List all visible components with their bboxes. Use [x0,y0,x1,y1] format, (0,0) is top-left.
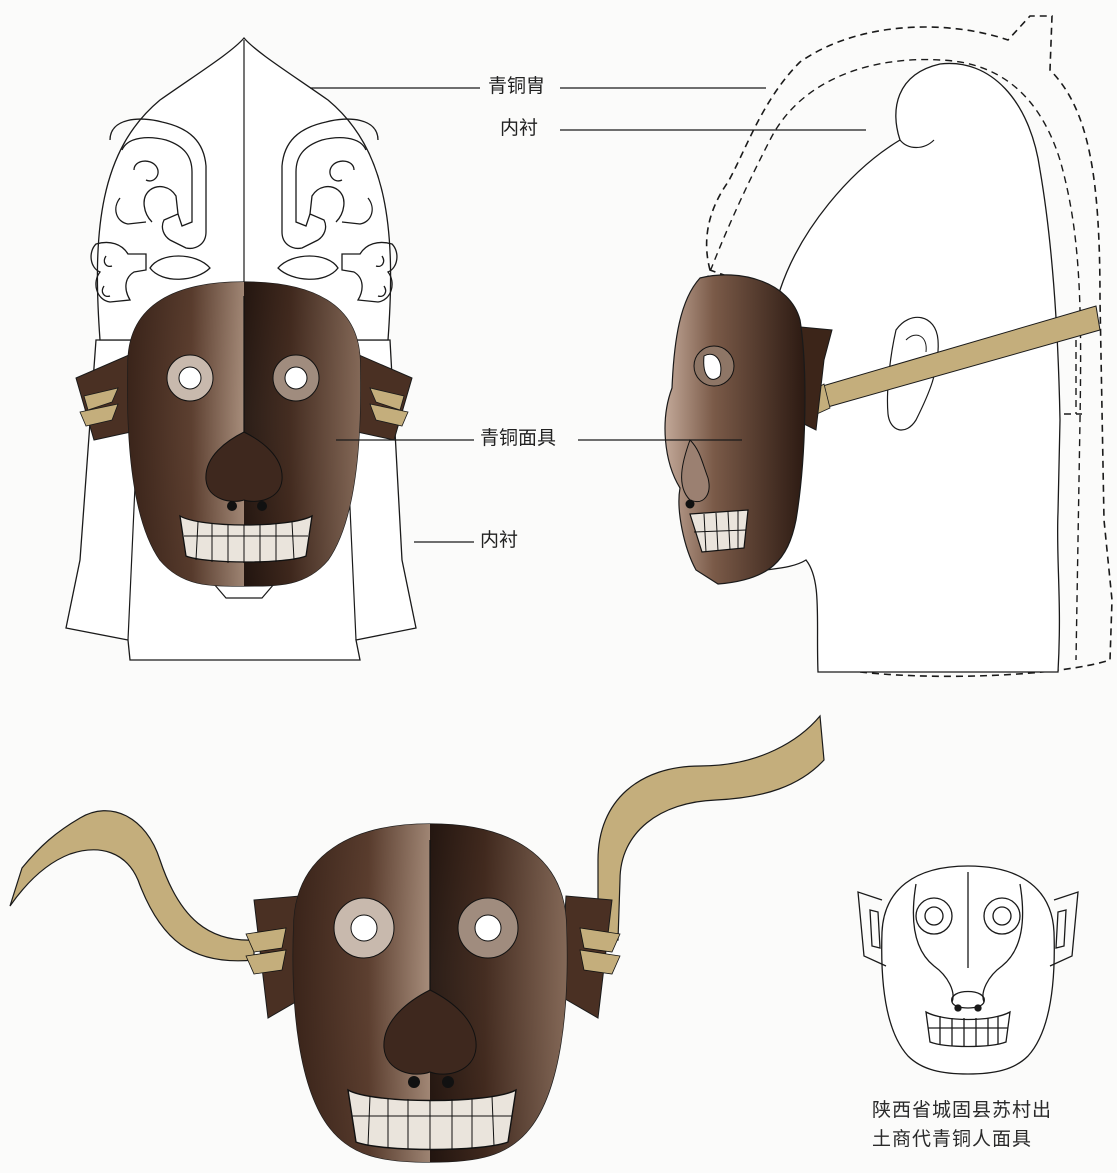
side-view [665,16,1112,676]
front-view [66,38,416,660]
left-ribbon [10,811,254,961]
label-lining-top: 内衬 [500,119,538,138]
right-ribbon [598,716,824,940]
label-lining-bottom: 内衬 [480,531,518,550]
small-line-drawing [858,866,1078,1074]
large-mask-view [10,716,824,1162]
caption-line-2: 土商代青铜人面具 [872,1125,1052,1154]
label-helmet: 青铜胄 [488,77,545,96]
caption-line-1: 陕西省城固县苏村出 [872,1096,1052,1125]
caption: 陕西省城固县苏村出 土商代青铜人面具 [872,1096,1052,1154]
label-bronze-mask: 青铜面具 [480,429,556,448]
